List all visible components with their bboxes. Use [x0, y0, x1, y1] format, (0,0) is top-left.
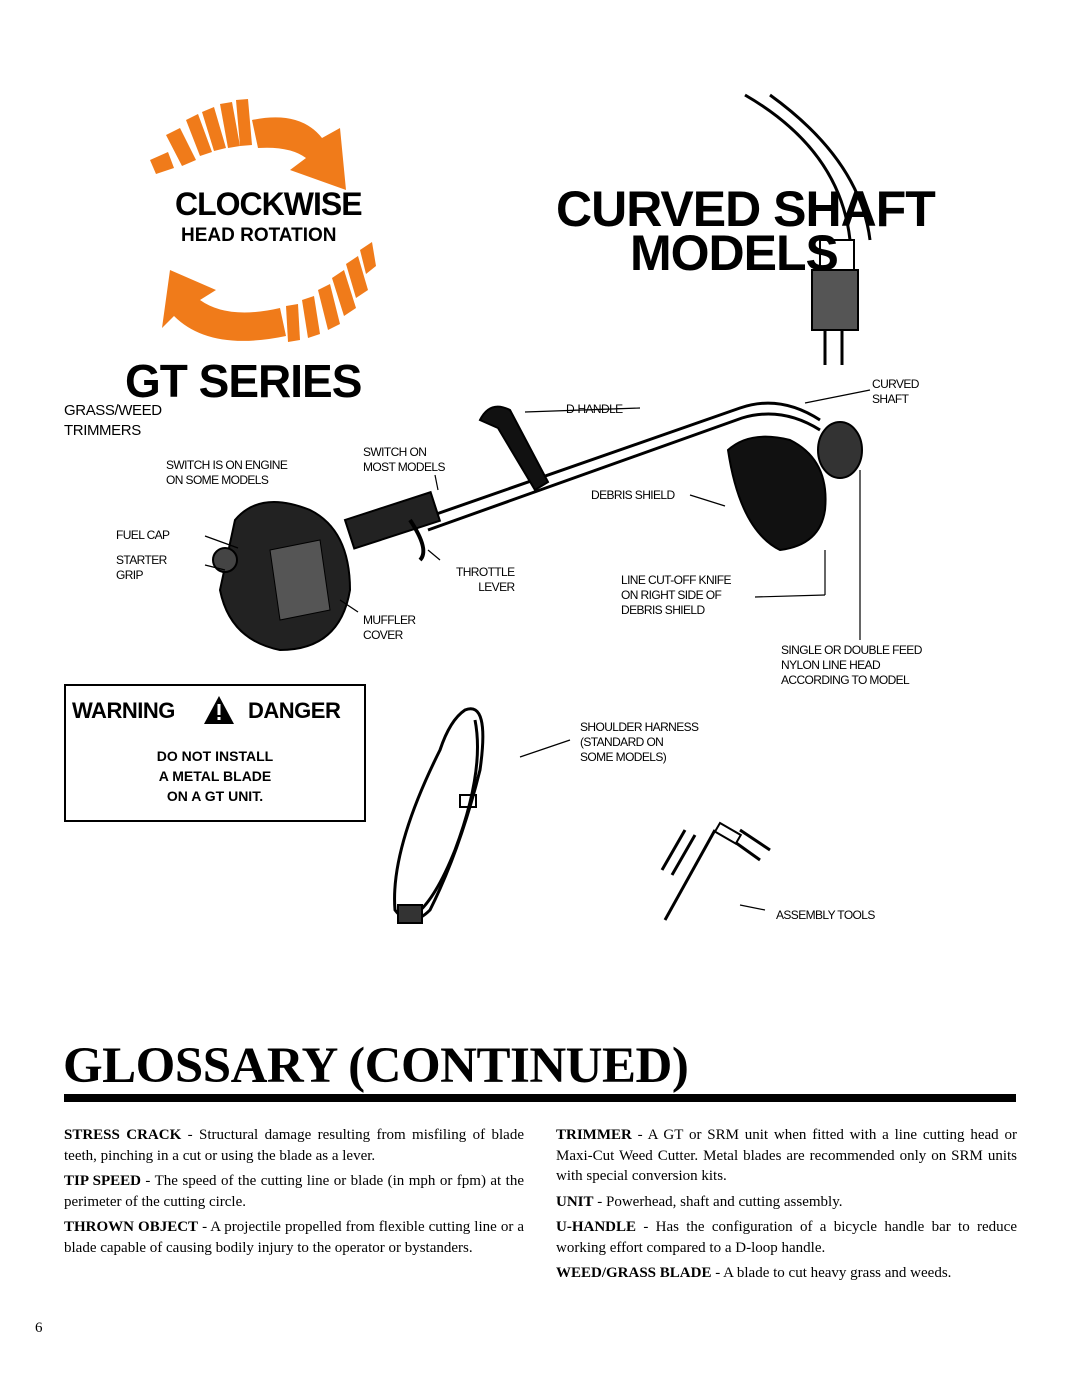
label-d-handle: D-HANDLE	[566, 402, 623, 416]
label-assembly-tools: ASSEMBLY TOOLS	[776, 908, 875, 922]
page-number: 6	[35, 1320, 43, 1336]
glossary-entry: WEED/GRASS BLADE - A blade to cut heavy …	[556, 1263, 1017, 1284]
label-switch-on-most: SWITCH ON MOST MODELS	[363, 445, 445, 474]
label-line-head: SINGLE OR DOUBLE FEED NYLON LINE HEAD AC…	[781, 643, 922, 687]
glossary-definition: - Has the configuration of a bicycle han…	[556, 1219, 1017, 1256]
glossary-term: U-HANDLE	[556, 1219, 637, 1235]
glossary-entry: TIP SPEED - The speed of the cutting lin…	[64, 1171, 524, 1212]
curved-shaft-closeup-icon	[744, 93, 872, 365]
series-subtitle: GRASS/WEED TRIMMERS	[64, 402, 162, 439]
glossary-right-column: TRIMMER - A GT or SRM unit when fitted w…	[556, 1125, 1017, 1289]
glossary-term: UNIT	[556, 1193, 594, 1210]
glossary-term: THROWN OBJECT	[64, 1219, 199, 1235]
glossary-definition: - A blade to cut heavy grass and weeds.	[711, 1265, 952, 1281]
label-curved-shaft: CURVED SHAFT	[872, 377, 919, 406]
shoulder-harness-icon	[393, 707, 485, 924]
glossary-left-column: STRESS CRACK - Structural damage resulti…	[64, 1125, 524, 1263]
label-shoulder-harness: SHOULDER HARNESS (STANDARD ON SOME MODEL…	[580, 720, 699, 764]
label-fuel-cap: FUEL CAP	[116, 528, 170, 542]
glossary-definition: - Powerhead, shaft and cutting assembly.	[593, 1193, 843, 1210]
series-title: GT SERIES	[125, 355, 362, 407]
label-line-cutoff-knife: LINE CUT-OFF KNIFE ON RIGHT SIDE OF DEBR…	[621, 573, 731, 617]
glossary-term: TRIMMER	[556, 1127, 632, 1143]
d-handle-icon	[478, 405, 550, 492]
rotation-subtitle: HEAD ROTATION	[181, 225, 337, 246]
glossary-divider	[64, 1094, 1016, 1102]
debris-shield-icon	[726, 421, 863, 552]
shaft-title-line2: MODELS	[630, 225, 839, 281]
engine-icon	[212, 490, 442, 652]
glossary-title: GLOSSARY (CONTINUED)	[63, 1038, 689, 1094]
main-shaft-icon	[424, 401, 821, 532]
rotation-title: CLOCKWISE	[175, 186, 363, 222]
glossary-term: WEED/GRASS BLADE	[556, 1265, 712, 1281]
glossary-term: TIP SPEED	[64, 1173, 141, 1189]
warning-message: DO NOT INSTALL A METAL BLADE ON A GT UNI…	[156, 748, 274, 804]
glossary-entry: U-HANDLE - Has the configuration of a bi…	[556, 1217, 1017, 1258]
glossary-entry: TRIMMER - A GT or SRM unit when fitted w…	[556, 1125, 1017, 1187]
glossary-definition: - A projectile propelled from flexible c…	[64, 1219, 524, 1256]
label-muffler-cover: MUFFLER COVER	[363, 613, 416, 642]
glossary-entry: THROWN OBJECT - A projectile propelled f…	[64, 1217, 524, 1258]
glossary-definition: - The speed of the cutting line or blade…	[64, 1173, 524, 1210]
label-switch-on-engine: SWITCH IS ON ENGINE ON SOME MODELS	[166, 458, 288, 487]
warning-label: WARNING	[72, 698, 175, 723]
glossary-definition: - Structural damage resulting from misfi…	[64, 1127, 524, 1164]
shaft-title-line1: CURVED SHAFT	[556, 181, 936, 237]
label-throttle-lever: THROTTLE LEVER	[456, 565, 515, 594]
danger-label: DANGER	[248, 698, 341, 723]
glossary-definition: - A GT or SRM unit when fitted with a li…	[556, 1127, 1017, 1184]
glossary-term: STRESS CRACK	[64, 1127, 182, 1143]
trimmer-diagram	[204, 93, 872, 924]
warning-triangle-icon	[204, 696, 234, 724]
glossary-entry: STRESS CRACK - Structural damage resulti…	[64, 1125, 524, 1166]
clockwise-rotation-arrows-icon	[150, 99, 376, 342]
warning-box: WARNING DANGER DO NOT INSTALL A METAL BL…	[64, 684, 366, 822]
label-starter-grip: STARTER GRIP	[116, 553, 167, 582]
glossary-entry: UNIT - Powerhead, shaft and cutting asse…	[556, 1192, 1017, 1213]
label-debris-shield: DEBRIS SHIELD	[591, 488, 675, 502]
assembly-tools-icon	[660, 821, 771, 921]
